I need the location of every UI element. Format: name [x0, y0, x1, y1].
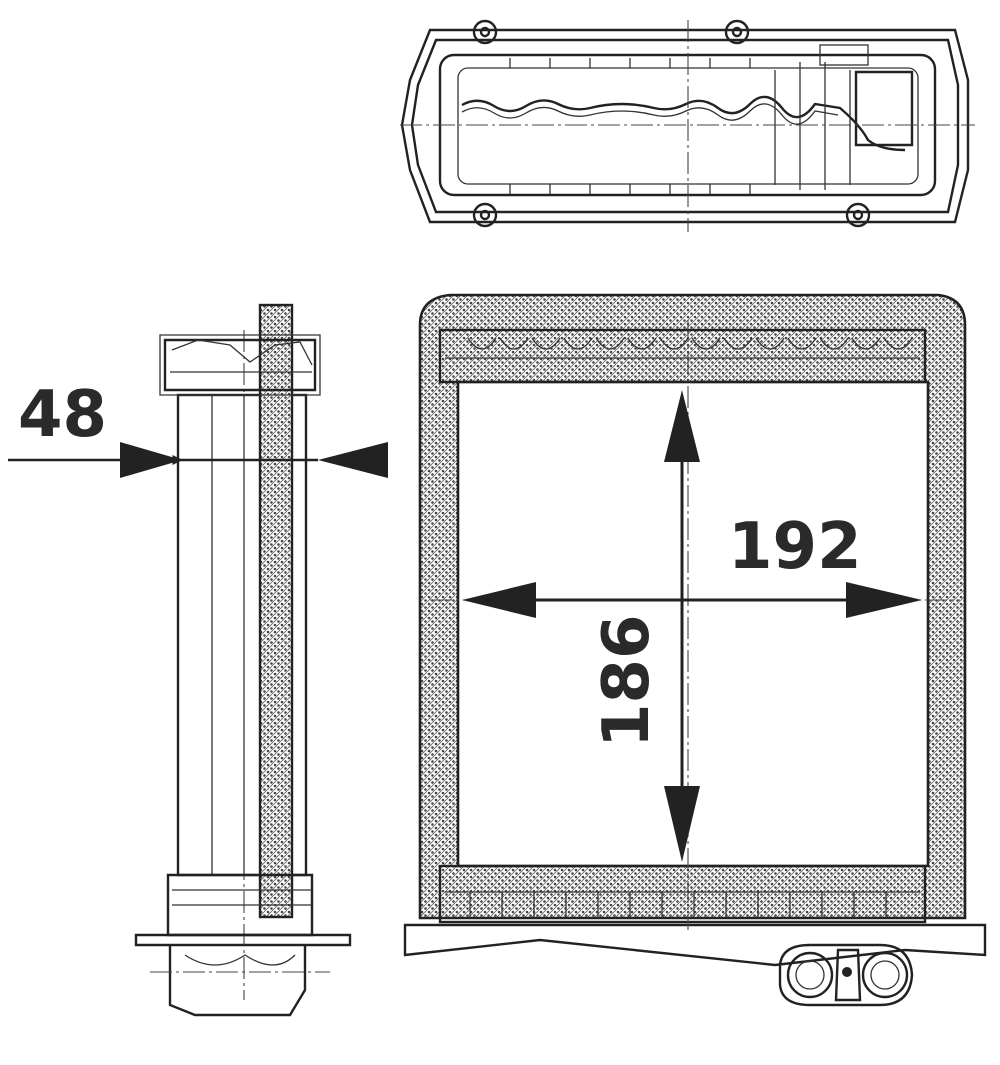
top-view-outer-housing	[400, 28, 970, 224]
front-view-pipe-outlets	[778, 943, 914, 1007]
dimension-width: 192	[462, 510, 922, 618]
dimension-depth: 48	[8, 378, 388, 478]
side-view-bracket	[134, 933, 352, 947]
front-view-mount-bracket	[403, 923, 987, 967]
front-view	[403, 293, 987, 1007]
top-view-mounting-holes	[472, 19, 871, 228]
front-view-top-slots	[467, 337, 913, 350]
side-view-top-tank	[163, 338, 317, 392]
height-label: 186	[590, 614, 664, 748]
front-view-bottom-header	[438, 864, 927, 924]
side-view	[134, 303, 352, 1017]
side-view-hatched-frame	[258, 303, 294, 919]
height-arrow-top	[664, 390, 700, 462]
depth-arrow-left-head	[120, 442, 182, 478]
width-arrow-right	[846, 582, 922, 618]
top-view-seal-wave	[461, 95, 906, 152]
dimension-height: 186	[590, 390, 700, 862]
depth-label: 48	[18, 378, 107, 452]
depth-arrow-right	[318, 442, 388, 478]
width-label: 192	[728, 510, 862, 584]
front-view-bottom-slots	[445, 891, 920, 918]
height-arrow-bottom	[664, 786, 700, 862]
front-view-top-header	[438, 328, 927, 384]
top-view	[400, 19, 975, 232]
width-arrow-left	[462, 582, 536, 618]
